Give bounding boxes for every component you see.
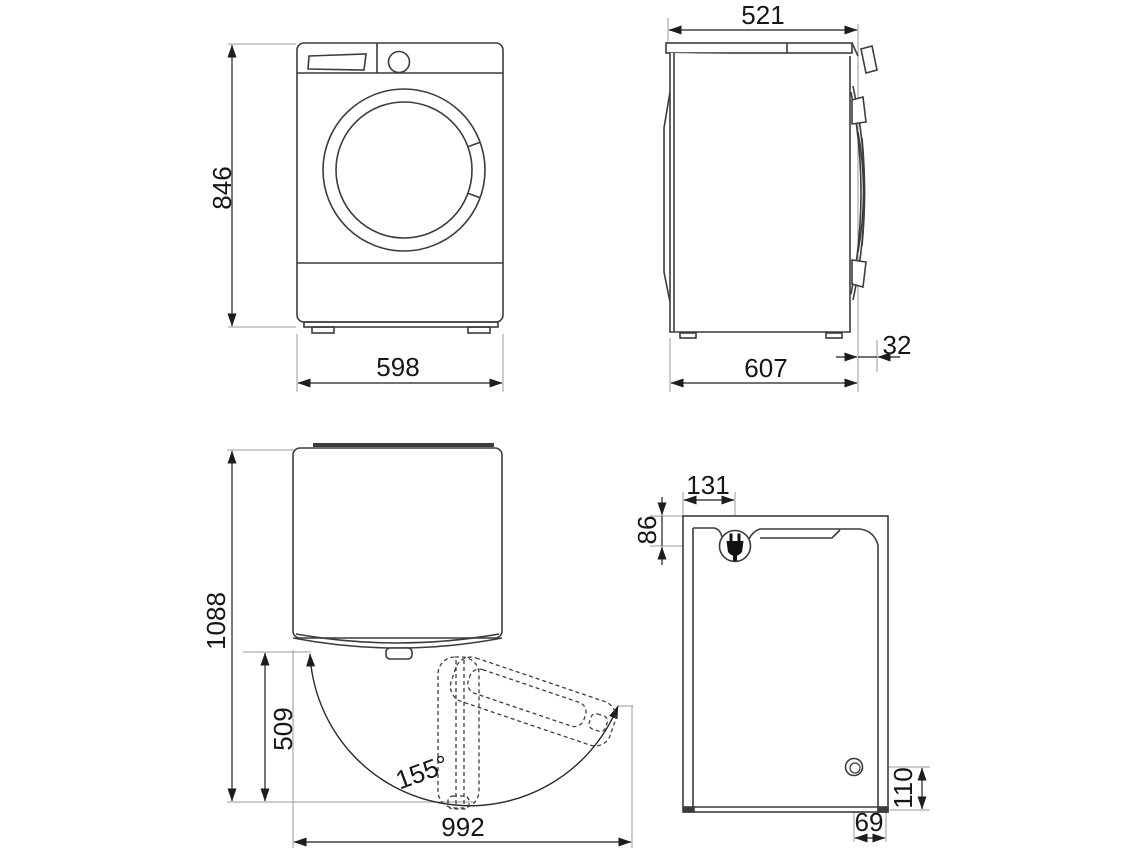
door-handle-tab	[385, 647, 413, 660]
front-view	[227, 42, 504, 392]
top-view-door-open	[227, 443, 633, 848]
door-window	[335, 101, 473, 239]
display-panel	[307, 53, 367, 71]
dim-open-width: 992	[441, 812, 485, 842]
dim-plug-from-left: 131	[686, 470, 730, 500]
rear-view	[650, 492, 930, 843]
front-left-foot	[311, 326, 335, 334]
front-cabinet-outline	[296, 42, 504, 323]
dim-door-protrusion: 32	[882, 330, 912, 360]
program-knob	[387, 50, 411, 74]
top-cabinet-outline	[292, 447, 503, 639]
dim-side-depth-total: 607	[744, 353, 788, 383]
side-front-foot	[825, 332, 843, 339]
side-cabinet-outline	[669, 53, 851, 333]
open-door-position-155	[449, 656, 617, 747]
dim-open-depth: 1088	[201, 592, 231, 650]
power-plug-icon	[718, 529, 752, 563]
front-right-foot	[467, 326, 491, 334]
dim-side-depth-top: 521	[741, 0, 785, 30]
dim-drain-from-bottom: 110	[888, 767, 918, 809]
dim-drain-from-side: 69	[854, 807, 884, 837]
dim-front-width: 598	[376, 352, 420, 382]
door-outer-ring	[322, 88, 486, 252]
worktop	[665, 42, 853, 54]
side-view	[663, 18, 900, 392]
dim-plug-from-top: 86	[632, 515, 662, 545]
drain-hose-icon	[844, 757, 864, 777]
control-panel-edge	[860, 45, 878, 74]
open-door-position-1	[437, 656, 480, 810]
side-rear-foot	[679, 332, 697, 339]
rear-spacer	[663, 91, 671, 303]
dim-door-clearance: 509	[268, 707, 298, 751]
dim-front-height: 846	[207, 166, 237, 210]
